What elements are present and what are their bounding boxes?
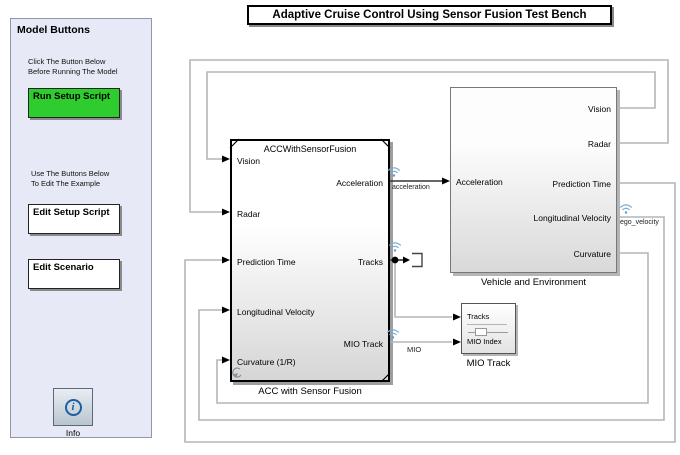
vehicle-environment-subsystem-block[interactable]: Acceleration Vision Radar Prediction Tim…: [450, 87, 617, 273]
vehicle-outport-curvature: Curvature: [573, 249, 611, 259]
vehicle-outport-vision: Vision: [588, 104, 611, 114]
acc-outport-mio-track: MIO Track: [343, 339, 383, 349]
mio-slider-handle[interactable]: [475, 328, 487, 336]
model-title-annotation: Adaptive Cruise Control Using Sensor Fus…: [247, 5, 612, 25]
mio-block-caption: MIO Track: [466, 358, 511, 369]
goto-tag-icon[interactable]: [412, 252, 423, 268]
signal-label-acceleration[interactable]: acceleration: [392, 184, 430, 191]
mio-inport-tracks: Tracks: [467, 312, 490, 321]
acc-inport-longitudinal-velocity: Longitudinal Velocity: [237, 307, 315, 317]
vehicle-block-caption: Vehicle and Environment: [480, 277, 587, 288]
acc-inport-radar: Radar: [237, 209, 261, 219]
acc-block-caption: ACC with Sensor Fusion: [258, 386, 362, 397]
signal-logging-icon-acceleration: [388, 167, 400, 177]
mio-track-block[interactable]: Tracks MIO Index: [461, 303, 516, 354]
panel-heading: Model Buttons: [17, 24, 90, 36]
acc-outport-acceleration: Acceleration: [336, 178, 383, 188]
panel-note-run: Click The Button Below Before Running Th…: [28, 57, 118, 76]
acc-inport-curvature: Curvature (1/R): [237, 357, 296, 367]
run-setup-script-button[interactable]: Run Setup Script: [28, 88, 120, 118]
model-buttons-panel: Model Buttons Click The Button Below Bef…: [10, 18, 152, 438]
signal-logging-icon-ego-velocity: [620, 204, 632, 214]
edit-setup-script-button[interactable]: Edit Setup Script: [28, 204, 120, 234]
vehicle-inport-acceleration: Acceleration: [456, 177, 503, 187]
mio-fine-print: [467, 324, 507, 325]
signal-logging-icon-tracks: [389, 242, 401, 252]
info-icon: i: [64, 398, 82, 416]
mio-inport-mio-index: MIO Index: [467, 337, 502, 346]
wire-tracks[interactable]: [394, 260, 452, 318]
panel-note-edit: Use The Buttons Below To Edit The Exampl…: [31, 169, 110, 188]
vehicle-outport-radar: Radar: [587, 139, 611, 149]
mio-slider-track: [468, 332, 508, 333]
branch-dot: [391, 256, 399, 264]
signal-label-mio[interactable]: MIO: [407, 345, 422, 354]
acc-outport-tracks: Tracks: [357, 257, 383, 267]
acc-block-title: ACCWithSensorFusion: [263, 144, 357, 154]
edit-scenario-button[interactable]: Edit Scenario: [28, 259, 120, 289]
acc-inport-vision: Vision: [237, 156, 260, 166]
acc-inport-prediction-time: Prediction Time: [237, 257, 296, 267]
signal-label-ego-velocity[interactable]: ego_velocity: [620, 219, 659, 226]
info-block-caption: Info: [65, 428, 81, 438]
acc-subsystem-block[interactable]: ACCWithSensorFusion Vision Radar Predict…: [230, 139, 390, 382]
info-block[interactable]: i: [53, 388, 93, 426]
vehicle-outport-longitudinal-velocity: Longitudinal Velocity: [533, 213, 611, 223]
vehicle-outport-prediction-time: Prediction Time: [552, 179, 611, 189]
